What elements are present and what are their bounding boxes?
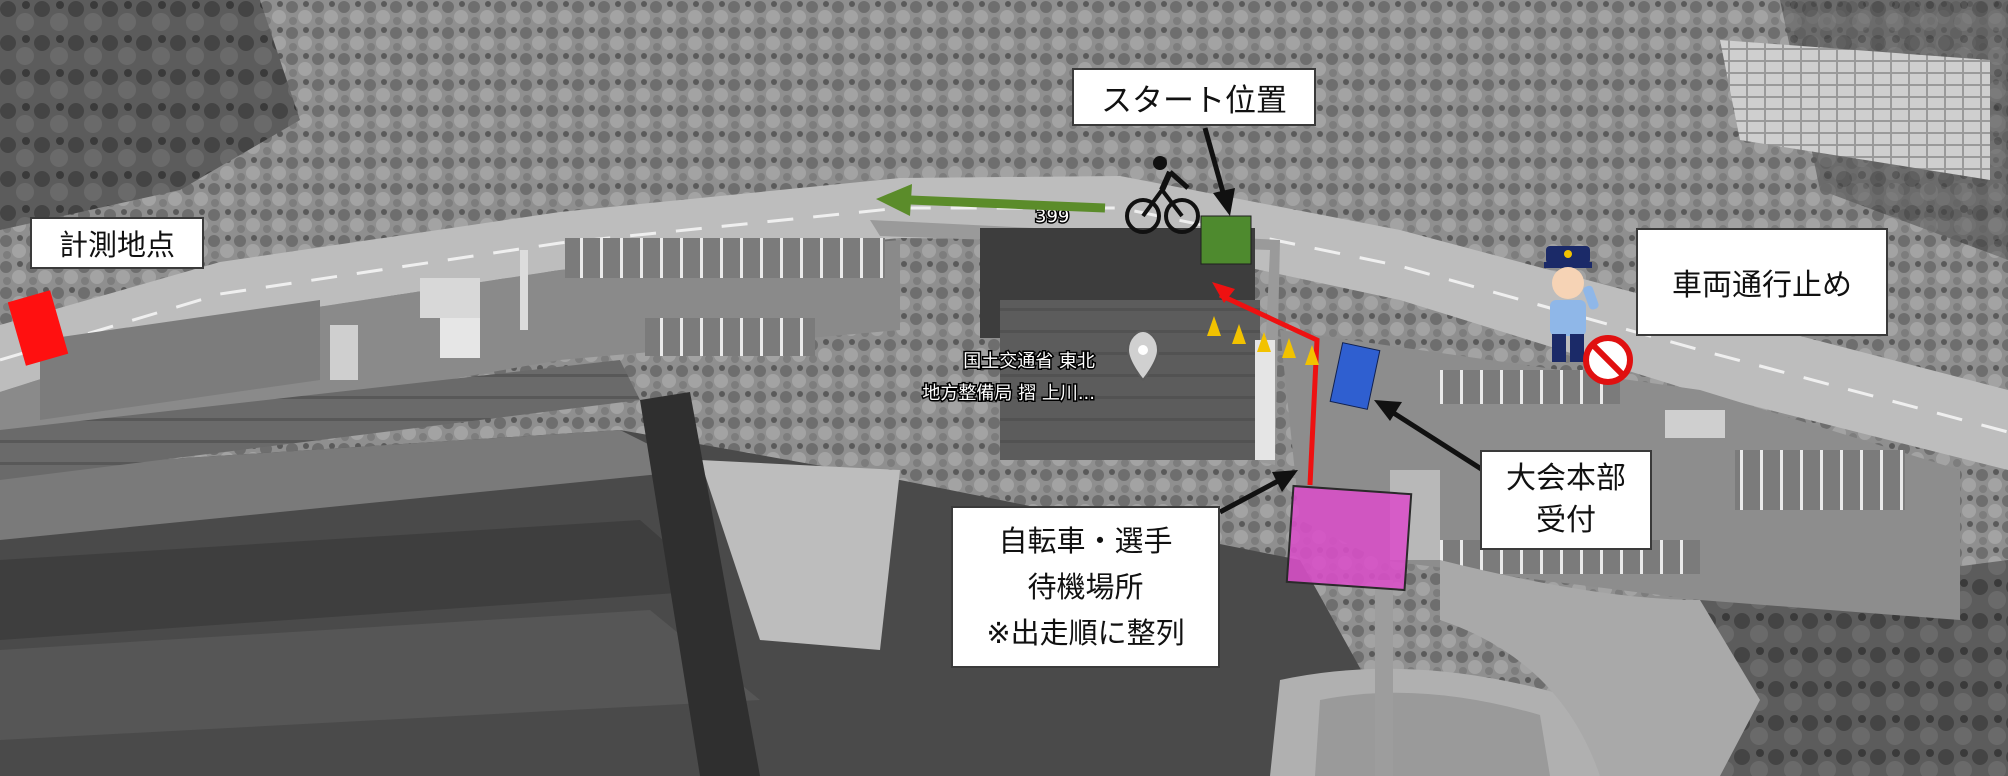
headquarters-marker (1329, 342, 1381, 410)
course-direction-arrow (909, 195, 1106, 213)
headquarters-label: 大会本部 受付 (1480, 450, 1652, 550)
callout-arrows (1202, 127, 1488, 515)
map-label-line1: 国土交通省 東北 (963, 351, 1095, 372)
walking-route (1218, 292, 1320, 486)
police-officer-icon (1544, 246, 1599, 362)
start-position-label: スタート位置 (1072, 68, 1316, 126)
no-entry-icon (1583, 335, 1633, 385)
start-marker (1200, 215, 1252, 265)
waiting-area-label: 自転車・選手 待機場所 ※出走順に整列 (951, 506, 1220, 668)
cyclist-icon (1125, 156, 1200, 234)
map-pin-icon (1126, 329, 1160, 382)
measurement-point-label: 計測地点 (30, 217, 204, 269)
map-label-line2: 地方整備局 摺 上川... (922, 383, 1095, 404)
vehicle-stop-label: 車両通行止め (1636, 228, 1888, 336)
course-arrow-head (876, 184, 912, 216)
waiting-area-marker (1285, 484, 1413, 592)
measurement-marker (7, 290, 69, 366)
traffic-cone-icon (1207, 316, 1319, 365)
route-arrow-head (1212, 282, 1235, 303)
